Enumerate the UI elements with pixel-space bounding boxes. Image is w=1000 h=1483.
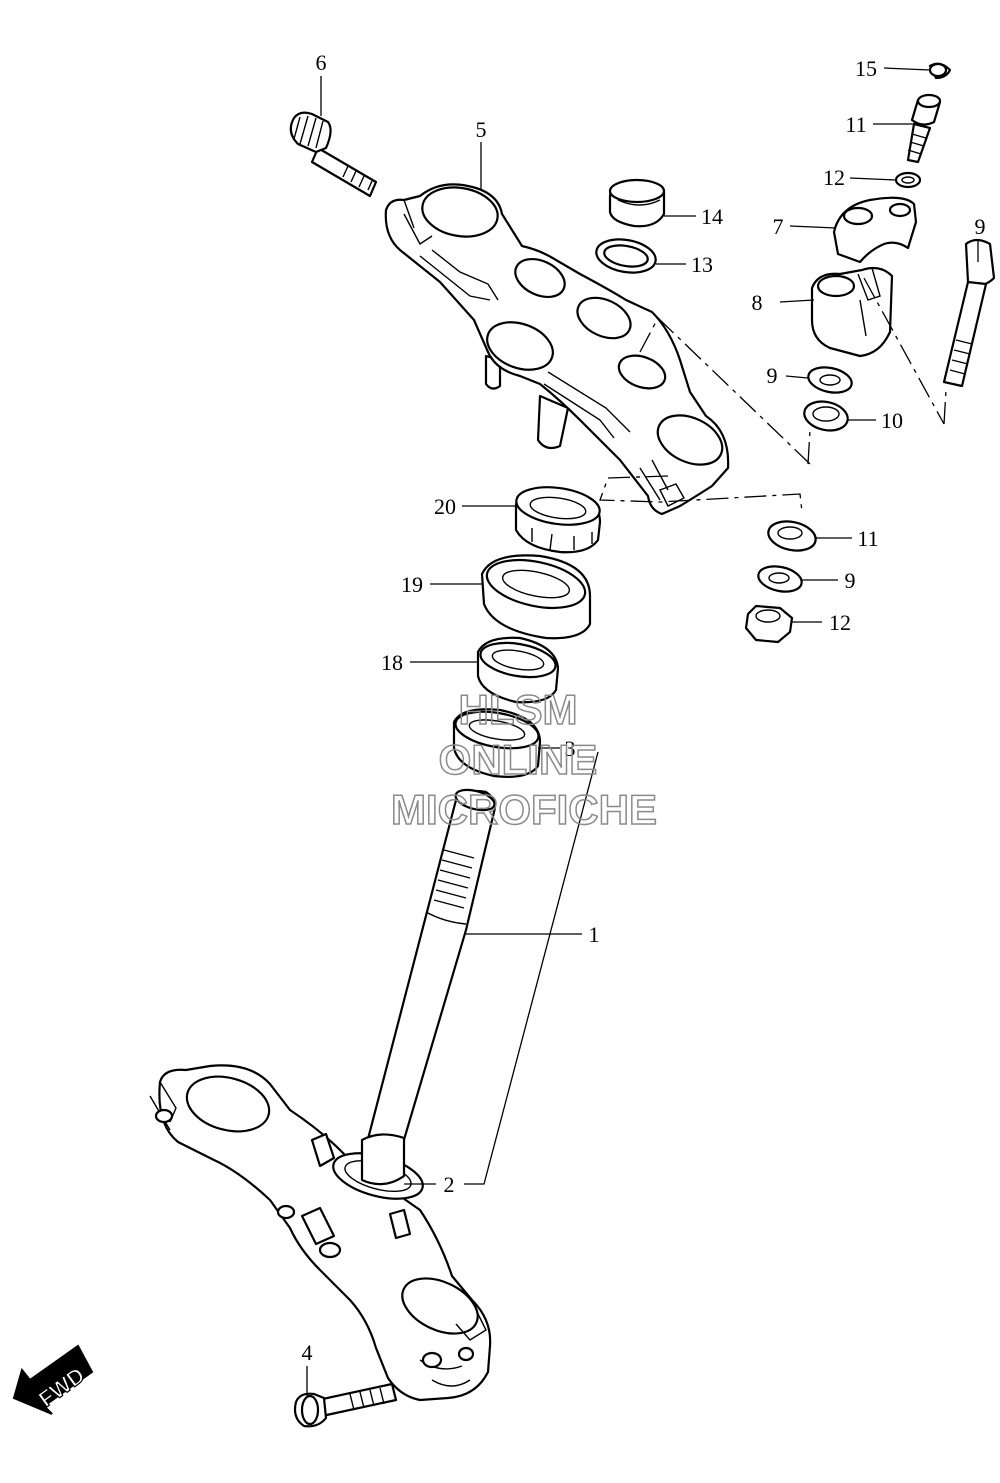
callout-18: 18 (381, 650, 403, 675)
part-13-socket-bolt (906, 93, 942, 164)
part-15-washer (595, 238, 657, 274)
watermark: HLSM ONLINE MICROFICHE (390, 685, 658, 834)
callout-14: 12 (823, 165, 845, 190)
part-9-washer-lower (757, 565, 803, 593)
callout-5: 5 (476, 117, 487, 142)
part-3-lower-bearing (452, 708, 542, 778)
part-6-clamp-bolt (289, 111, 378, 198)
callout-4: 4 (302, 1340, 313, 1365)
part-17-screw (928, 62, 952, 80)
callout-16: 14 (701, 204, 723, 229)
callout-10: 9 (975, 214, 986, 239)
watermark-line-1: HLSM (459, 686, 578, 733)
callout-20: 20 (434, 494, 456, 519)
callout-13: 11 (845, 112, 866, 137)
callout-19: 19 (401, 572, 423, 597)
part-4-pinch-bolt (293, 1382, 398, 1428)
part-7-handlebar-holder-cap (832, 196, 918, 264)
watermark-line-2: ONLINE (439, 736, 598, 783)
callout-7: 7 (773, 214, 784, 239)
leader-lines (306, 67, 979, 1396)
part-11-washer-upper (803, 400, 849, 432)
callout-11-upper: 10 (881, 408, 903, 433)
callout-11-lower: 11 (857, 526, 878, 551)
part-19-dust-seal (480, 554, 592, 640)
callout-9-upper: 9 (767, 363, 778, 388)
callout-3: 3 (565, 736, 576, 761)
watermark-line-3: MICROFICHE (391, 786, 657, 833)
part-12-nut (744, 604, 794, 644)
callout-9-lower: 9 (845, 568, 856, 593)
part-5-upper-bracket (384, 183, 730, 516)
callout-17: 15 (855, 56, 877, 81)
fwd-arrow-badge: FWD (12, 1344, 94, 1415)
part-8-handlebar-holder (810, 266, 894, 358)
part-10-long-bolt (942, 238, 996, 388)
callout-6: 6 (316, 50, 327, 75)
callout-8: 8 (752, 290, 763, 315)
part-16-cap (608, 178, 666, 228)
part-14-small-washer (894, 171, 922, 189)
part-11-washer-lower (767, 520, 817, 552)
callout-2: 2 (444, 1172, 455, 1197)
part-18-bearing (476, 636, 560, 704)
part-9-washer-upper (807, 366, 853, 394)
callout-15: 13 (691, 252, 713, 277)
callout-labels: 6 5 15 11 12 14 13 7 9 8 9 10 20 11 9 19… (302, 50, 986, 1365)
part-1-steering-stem (149, 788, 497, 1402)
fwd-arrow-icon (12, 1344, 94, 1415)
assembly-dash-lines (599, 277, 947, 513)
callout-12: 12 (829, 610, 851, 635)
part-20-stem-nut (514, 486, 602, 554)
callout-1: 1 (589, 922, 600, 947)
